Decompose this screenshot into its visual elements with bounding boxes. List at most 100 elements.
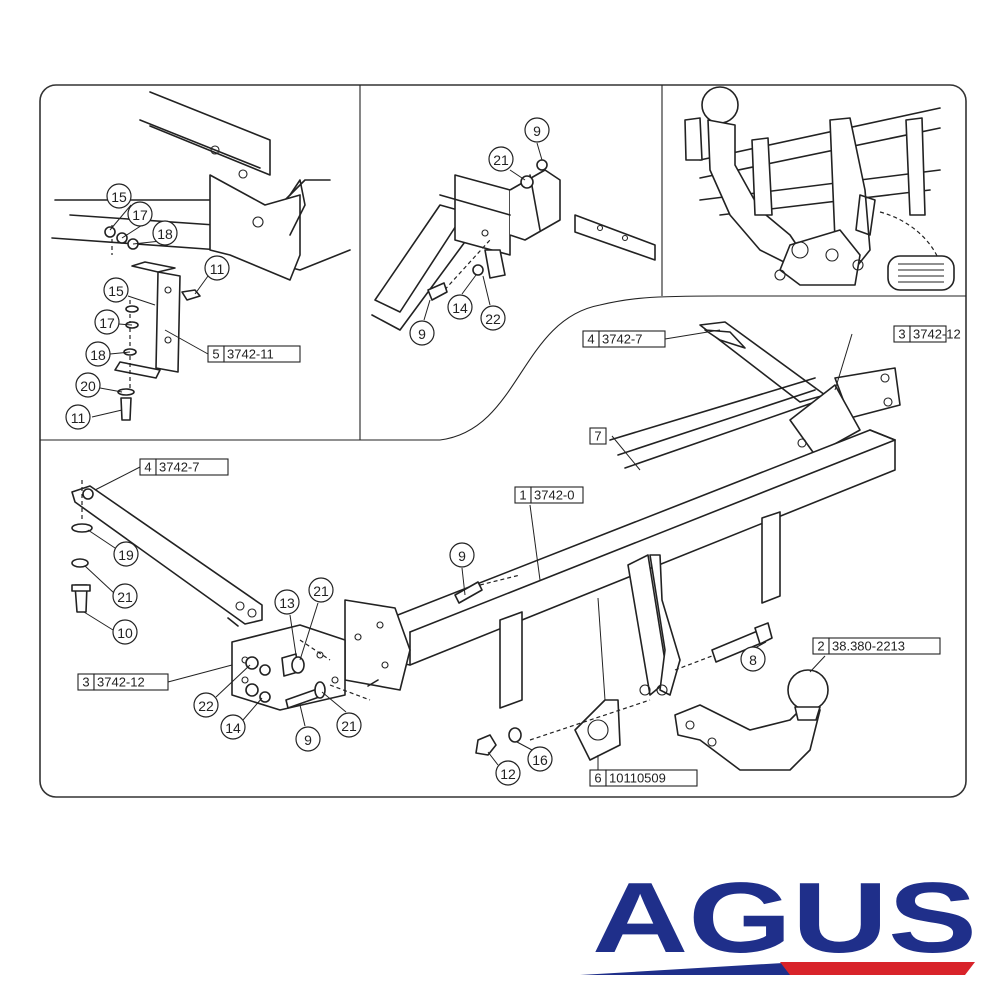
item-callout: 11: [65, 404, 91, 430]
item-number: 14: [452, 300, 468, 316]
part-code: 38.380-2213: [832, 639, 905, 654]
item-callout-circle: [336, 712, 362, 738]
part-code-box: [530, 486, 584, 504]
item-callout: 15: [106, 183, 132, 209]
item-number: 11: [210, 261, 225, 277]
item-callout-circle: [75, 372, 101, 398]
item-callout-circle: [480, 305, 506, 331]
leader-line: [482, 275, 491, 306]
item-callout-circle: [527, 746, 553, 772]
leader-line: [487, 751, 499, 766]
item-callout-circle: [113, 541, 139, 567]
item-callout-circle: [495, 760, 521, 786]
panel-dividers: [40, 85, 966, 441]
leader-line: [194, 275, 209, 295]
part-code-box: [93, 673, 169, 691]
item-callout: 9: [449, 542, 475, 568]
item-callout-circle: [204, 255, 230, 281]
item-callout-circle: [220, 714, 246, 740]
item-number: 16: [532, 752, 548, 768]
item-callout-circle: [85, 341, 111, 367]
part-num: 5: [212, 347, 219, 362]
item-callout-circle: [112, 583, 138, 609]
item-number: 12: [500, 766, 516, 782]
part-code-box: [605, 769, 698, 787]
leader-line: [127, 295, 156, 306]
part-num: 3: [82, 675, 89, 690]
part-callout: 3 3742-12: [893, 325, 961, 343]
leader-line: [84, 565, 115, 594]
item-callout: 9: [524, 117, 550, 143]
logo-text: AGUS: [592, 862, 977, 974]
part-code: 3742-11: [227, 347, 274, 362]
item-number: 9: [458, 548, 466, 564]
leader-line: [87, 529, 116, 549]
leader-line: [109, 351, 131, 355]
item-callout-circle: [308, 577, 334, 603]
item-number: 9: [418, 326, 426, 342]
item-callout: 11: [204, 255, 230, 281]
leader-line: [109, 204, 132, 231]
item-number: 9: [304, 732, 312, 748]
part-callout: 7: [589, 427, 607, 445]
item-number: 22: [198, 698, 214, 714]
item-number: 22: [485, 311, 501, 327]
leader-line: [242, 697, 263, 721]
item-callout: 21: [112, 583, 138, 609]
detail-installed-view: [684, 86, 955, 291]
leader-line: [516, 741, 533, 751]
item-callout-circle: [488, 146, 514, 172]
leader-line: [299, 602, 319, 661]
leader-line: [423, 299, 431, 321]
item-number-callouts: 1517181115171820119219142219211091321221…: [65, 117, 766, 786]
item-number: 18: [90, 347, 106, 363]
leader-line: [461, 567, 466, 596]
part-code: 10110509: [609, 771, 666, 786]
item-callout-circle: [94, 309, 120, 335]
item-number: 21: [313, 583, 329, 599]
item-callout: 14: [220, 714, 246, 740]
item-callout: 12: [495, 760, 521, 786]
leader-line: [461, 274, 477, 295]
part-code-box: [155, 458, 229, 476]
leader-line: [167, 664, 233, 683]
item-callout: 17: [127, 201, 153, 227]
item-callout: 10: [112, 619, 138, 645]
item-callout-circle: [112, 619, 138, 645]
part-code: 3742-12: [913, 327, 961, 342]
main-assembly: [71, 321, 901, 771]
item-callout: 13: [274, 589, 300, 615]
part-code: 3742-7: [159, 460, 199, 475]
part-code-box: [909, 325, 947, 343]
part-num: 1: [519, 488, 526, 503]
leader-line: [321, 691, 347, 713]
detail-rear-bracket: [371, 159, 656, 331]
part-num: 6: [594, 771, 601, 786]
item-number: 18: [157, 226, 173, 242]
item-callout-circle: [152, 220, 178, 246]
item-number: 17: [132, 207, 148, 223]
item-callout-circle: [449, 542, 475, 568]
leader-line: [83, 611, 114, 631]
leader-line: [99, 387, 123, 393]
leader-line: [91, 409, 123, 418]
item-number: 8: [749, 652, 757, 668]
leader-line: [664, 329, 721, 340]
item-callout: 16: [527, 746, 553, 772]
item-callout: 17: [94, 309, 120, 335]
leader-line: [118, 323, 133, 326]
logo-bar-blue: [580, 962, 810, 975]
part-num: 4: [144, 460, 151, 475]
leader-line: [611, 435, 641, 471]
leader-line: [834, 333, 853, 391]
item-callout: 22: [480, 305, 506, 331]
item-callout: 9: [295, 726, 321, 752]
part-num: 3: [898, 327, 905, 342]
part-callout: 4 3742-7: [139, 458, 229, 476]
leader-line: [289, 614, 297, 656]
